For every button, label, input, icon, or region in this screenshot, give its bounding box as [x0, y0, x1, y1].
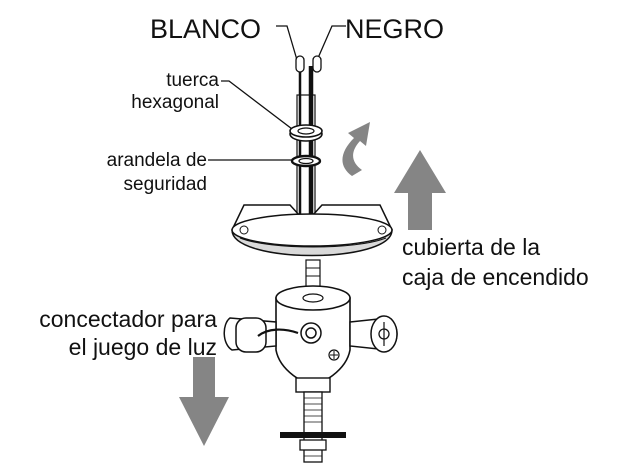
label-negro: NEGRO [345, 14, 444, 44]
hex-nut [289, 124, 323, 142]
leader-negro [317, 25, 346, 59]
label-hex-nut-2: hexagonal [131, 92, 219, 113]
label-connector-1: concectador para [39, 306, 217, 332]
rotate-arrow-icon [342, 122, 370, 176]
label-blanco: BLANCO [150, 14, 261, 44]
white-wire-tip [295, 55, 305, 73]
label-lock-washer-1: arandela de [107, 150, 207, 171]
label-connector-2: el juego de luz [69, 334, 217, 360]
leader-hex-nut [221, 80, 297, 133]
label-cover-2: caja de encendido [402, 264, 589, 290]
label-hex-nut-1: tuerca [166, 70, 219, 91]
bottom-washer [280, 432, 346, 438]
light-kit-connector-right [349, 315, 398, 353]
leader-lines [208, 25, 346, 161]
arrow-up-icon [394, 150, 446, 230]
label-cover-1: cubierta de la [402, 234, 540, 260]
black-wire-tip [312, 55, 322, 73]
motion-arrows [179, 122, 446, 446]
switch-housing-cover [231, 204, 393, 257]
light-kit-connector-left [223, 317, 322, 353]
ground-screw-icon [328, 349, 340, 361]
arrow-down-icon [179, 357, 229, 446]
bottom-nut [299, 439, 327, 451]
leader-blanco [276, 25, 298, 61]
threaded-pipe-lower [280, 391, 346, 463]
label-lock-washer-2: seguridad [124, 174, 207, 195]
lock-washer [290, 154, 322, 168]
